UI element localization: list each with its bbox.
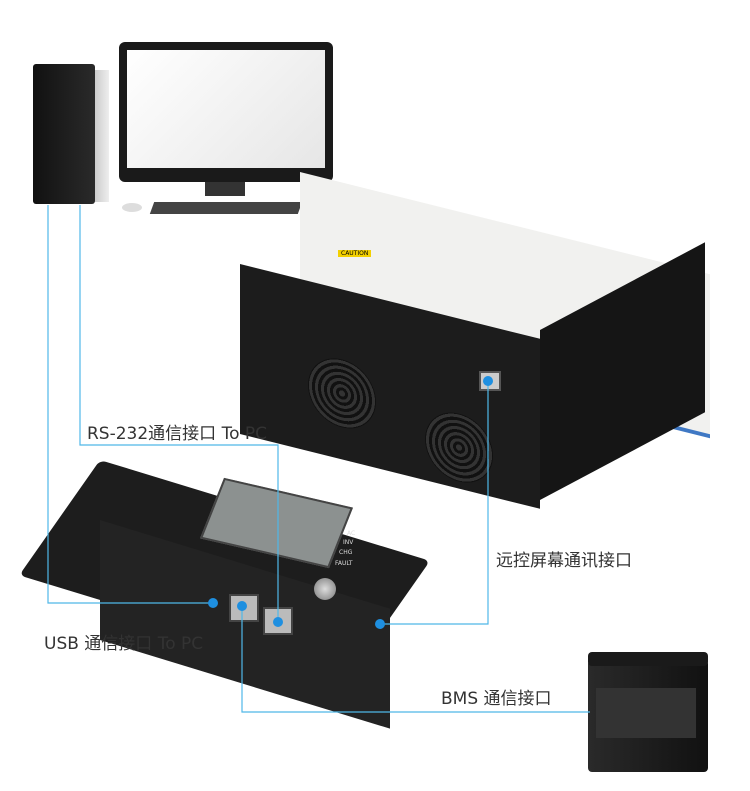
remote-port-dot [375, 619, 385, 629]
bms-port-dot [237, 601, 247, 611]
pc-tower [33, 64, 95, 204]
inverter-port-dot [483, 376, 493, 386]
battery [588, 652, 708, 772]
bms-label: BMS 通信接口 [441, 689, 552, 709]
monitor-stand [205, 182, 245, 196]
rs232-line [79, 205, 279, 622]
usb-port-dot [208, 598, 218, 608]
monitor [119, 42, 333, 182]
inverter-caution-label: CAUTION [338, 250, 372, 257]
rj45-port-1 [229, 594, 259, 622]
panel-knob[interactable] [314, 578, 336, 600]
usb-label: USB 通信接口 To PC [44, 634, 204, 654]
led-label-fault: FAULT [335, 560, 353, 567]
bms-line [241, 606, 590, 713]
remote-label: 远控屏幕通讯接口 [496, 551, 632, 571]
mouse [122, 203, 142, 212]
usb-line [47, 205, 213, 604]
led-label-inv: INV [343, 539, 354, 546]
rs232-label: RS-232通信接口 To PC [87, 424, 268, 444]
remote-line [380, 381, 489, 625]
rs232-port-dot [273, 617, 283, 627]
pc-tower-side [95, 70, 109, 202]
led-label-ac: AC [347, 530, 356, 537]
led-label-chg: CHG [339, 549, 353, 556]
